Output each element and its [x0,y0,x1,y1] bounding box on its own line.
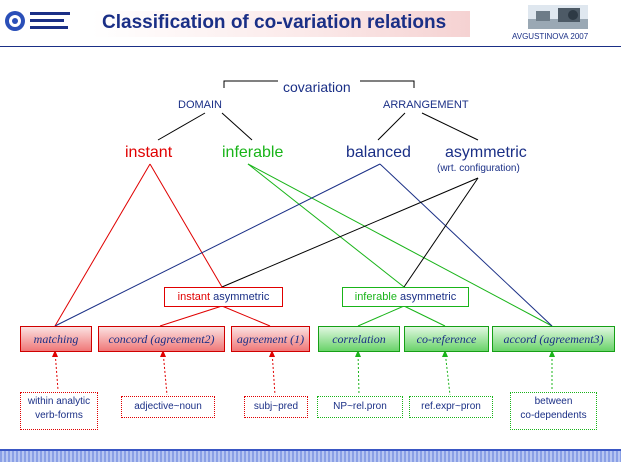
concord-example-arrow [162,350,168,396]
example-coreference: ref.expr~pron [409,396,493,418]
category-coreference: co-reference [404,326,489,352]
example-correlation: NP~rel.pron [317,396,403,418]
domain-to-inferable-line [221,112,253,141]
node-balanced: balanced [346,144,411,161]
header-divider [0,46,621,47]
correlation-example-arrow [357,350,360,396]
example-line: co-dependents [520,410,587,421]
inferable-to-accord-line [247,163,553,327]
arrangement-to-asymmetric-line [421,112,479,141]
inferable-asym-head: asymmetric [400,291,457,303]
slide-title: Classification of co-variation relations [102,12,447,33]
node-asymmetric-note: (wrt. configuration) [437,163,520,174]
slide-header: Classification of co-variation relations… [0,0,621,47]
node-inferable-asymmetric: inferable asymmetric [342,287,469,307]
domain-to-instant-line [157,112,206,141]
category-agreement: agreement (1) [231,326,310,352]
footer-band [0,451,621,462]
example-agreement: subj~pred [244,396,308,418]
node-covariation: covariation [283,79,351,95]
asymmetric-to-instant-asym-line [221,177,479,288]
node-asymmetric: asymmetric [445,144,527,161]
inferable-asym-to-correlation-line [357,305,405,327]
node-domain: DOMAIN [178,99,222,111]
instant-asym-to-concord-line [159,305,223,327]
arrangement-to-balanced-line [377,112,406,141]
root-branch-line [360,80,415,88]
example-concord: adjective~noun [121,396,215,418]
category-matching: matching [20,326,92,352]
inferable-asym-to-coreference-line [403,305,446,327]
example-line: between [534,396,573,407]
header-photo [528,5,588,29]
node-inferable: inferable [222,144,284,161]
asymmetric-to-inferable-asym-line [403,177,479,288]
instant-to-matching-line [54,163,151,327]
root-branch-line [223,80,278,88]
example-matching: within analytic verb-forms [20,392,98,430]
instant-asym-to-agreement-line [221,305,271,327]
instant-asym-head: asymmetric [213,291,270,303]
node-instant-asymmetric: instant asymmetric [164,287,283,307]
example-line: within analytic [27,396,91,407]
category-concord: concord (agreement2) [98,326,225,352]
matching-example-arrow [54,350,59,391]
example-line: verb-forms [35,410,83,421]
instant-asym-qualifier: instant [177,291,211,303]
balanced-to-accord-line [379,163,553,327]
example-accord: between co-dependents [510,392,597,430]
instant-to-instant-asym-line [149,163,223,288]
coreference-example-arrow [444,350,451,396]
university-logo [5,11,70,31]
agreement-example-arrow [271,350,276,396]
balanced-to-matching-line [54,163,381,327]
category-accord: accord (agreement3) [492,326,615,352]
inferable-asym-qualifier: inferable [354,291,397,303]
author-credit: AVGUSTINOVA 2007 [512,32,589,41]
footer-rule [0,449,621,451]
node-instant: instant [125,144,173,161]
inferable-to-inferable-asym-line [247,163,405,288]
node-arrangement: ARRANGEMENT [383,99,469,111]
category-correlation: correlation [318,326,400,352]
title-bar [92,11,470,37]
